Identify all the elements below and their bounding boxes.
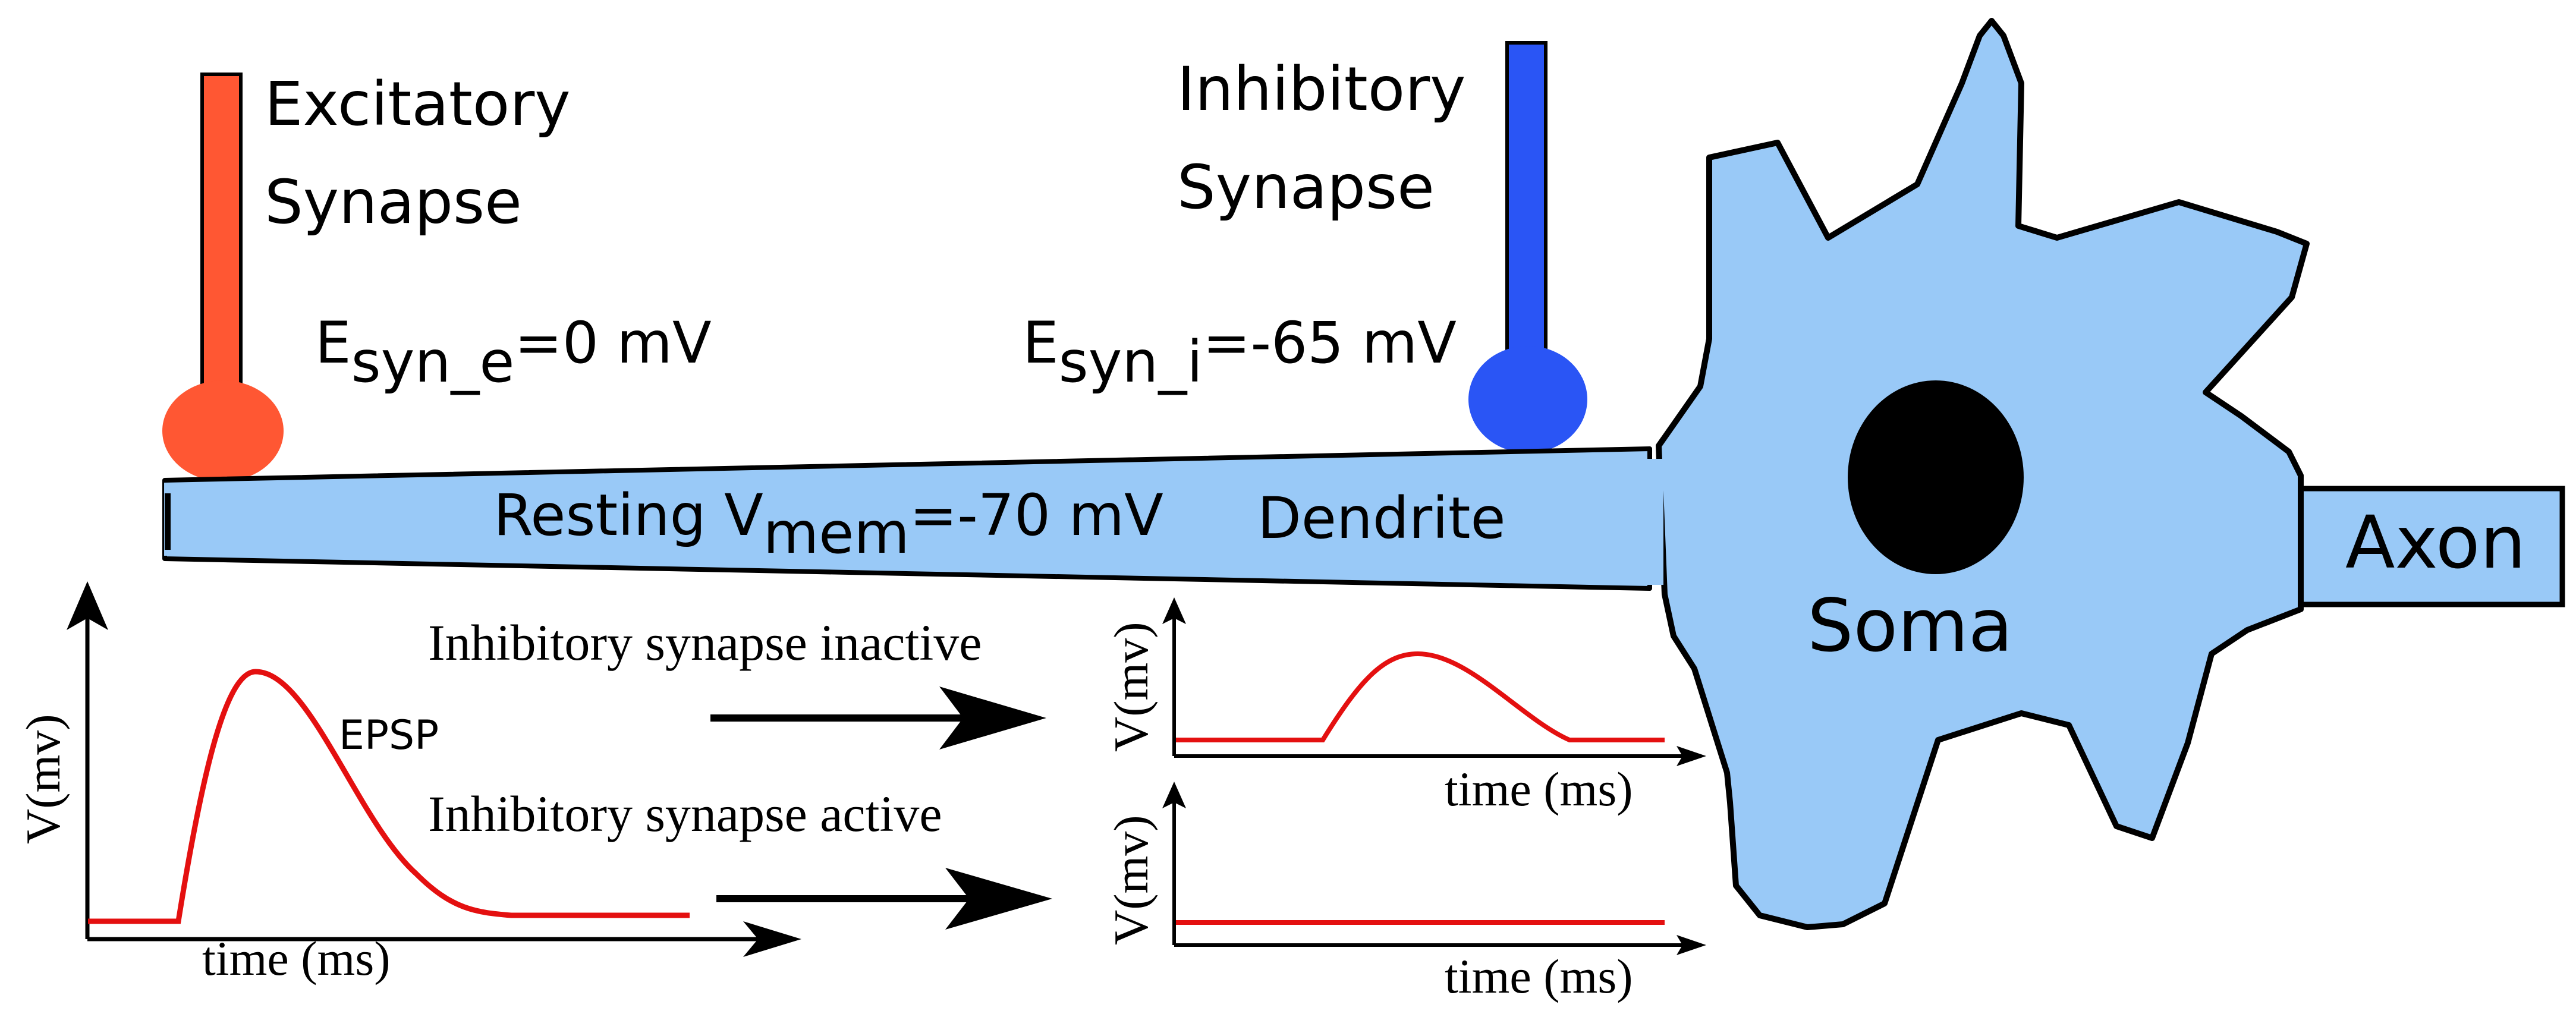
soma-label: Soma bbox=[1807, 584, 2013, 668]
excitatory-label-line1: Excitatory bbox=[265, 69, 571, 140]
epsp-plot-x-label: time (ms) bbox=[202, 931, 391, 985]
inactive-plot-x-label: time (ms) bbox=[1445, 762, 1633, 816]
inactive-trace bbox=[1176, 651, 1665, 742]
inhibitory-synapse-bouton bbox=[1468, 346, 1587, 453]
excitatory-synapse-stem bbox=[200, 73, 243, 397]
e-syn-i-label: Esyn_i=-65 mV bbox=[1023, 310, 1457, 395]
active-plot-x-arrow bbox=[1677, 935, 1706, 955]
active-plot-y-label: V(mv) bbox=[1104, 815, 1158, 945]
resting-potential-label: Resting Vmem=-70 mV bbox=[493, 482, 1163, 566]
dendrite-label: Dendrite bbox=[1257, 485, 1506, 552]
e-syn-e-label: Esyn_e=0 mV bbox=[315, 310, 712, 395]
inactive-plot-x-arrow bbox=[1677, 746, 1706, 766]
epsp-trace bbox=[88, 669, 690, 924]
active-plot-x-label: time (ms) bbox=[1445, 949, 1633, 1003]
excitatory-synapse-bouton bbox=[162, 380, 284, 481]
soma-dendrite-joint bbox=[1646, 459, 1663, 585]
active-plot-y-arrow bbox=[1162, 782, 1186, 808]
excitatory-synapse bbox=[162, 73, 284, 481]
inhibitory-synapse-stem bbox=[1505, 41, 1548, 366]
epsp-plot-y-label: V(mv) bbox=[16, 714, 70, 844]
inactive-plot-y-label: V(mv) bbox=[1104, 622, 1158, 752]
inhibitory-label-line2: Synapse bbox=[1177, 152, 1435, 223]
nucleus bbox=[1848, 380, 2024, 574]
inactive-arrow bbox=[710, 687, 1046, 750]
axon-label: Axon bbox=[2345, 500, 2526, 585]
active-caption: Inhibitory synapse active bbox=[428, 785, 942, 842]
excitatory-label-line2: Synapse bbox=[265, 167, 522, 238]
inhibitory-synapse bbox=[1468, 41, 1587, 453]
inactive-caption: Inhibitory synapse inactive bbox=[428, 614, 982, 671]
active-arrow-head bbox=[945, 868, 1052, 930]
epsp-plot-y-arrow bbox=[67, 581, 108, 630]
inactive-plot-y-arrow bbox=[1162, 597, 1186, 624]
epsp-plot: EPSP time (ms) V(mv) bbox=[16, 581, 801, 985]
inactive-plot: time (ms) V(mv) bbox=[1104, 597, 1706, 816]
active-plot: time (ms) V(mv) bbox=[1104, 782, 1706, 1003]
epsp-label: EPSP bbox=[339, 712, 439, 759]
inactive-arrow-head bbox=[939, 687, 1046, 750]
active-arrow bbox=[716, 868, 1052, 930]
inhibitory-label-line1: Inhibitory bbox=[1177, 54, 1466, 125]
epsp-plot-x-arrow bbox=[743, 921, 801, 957]
